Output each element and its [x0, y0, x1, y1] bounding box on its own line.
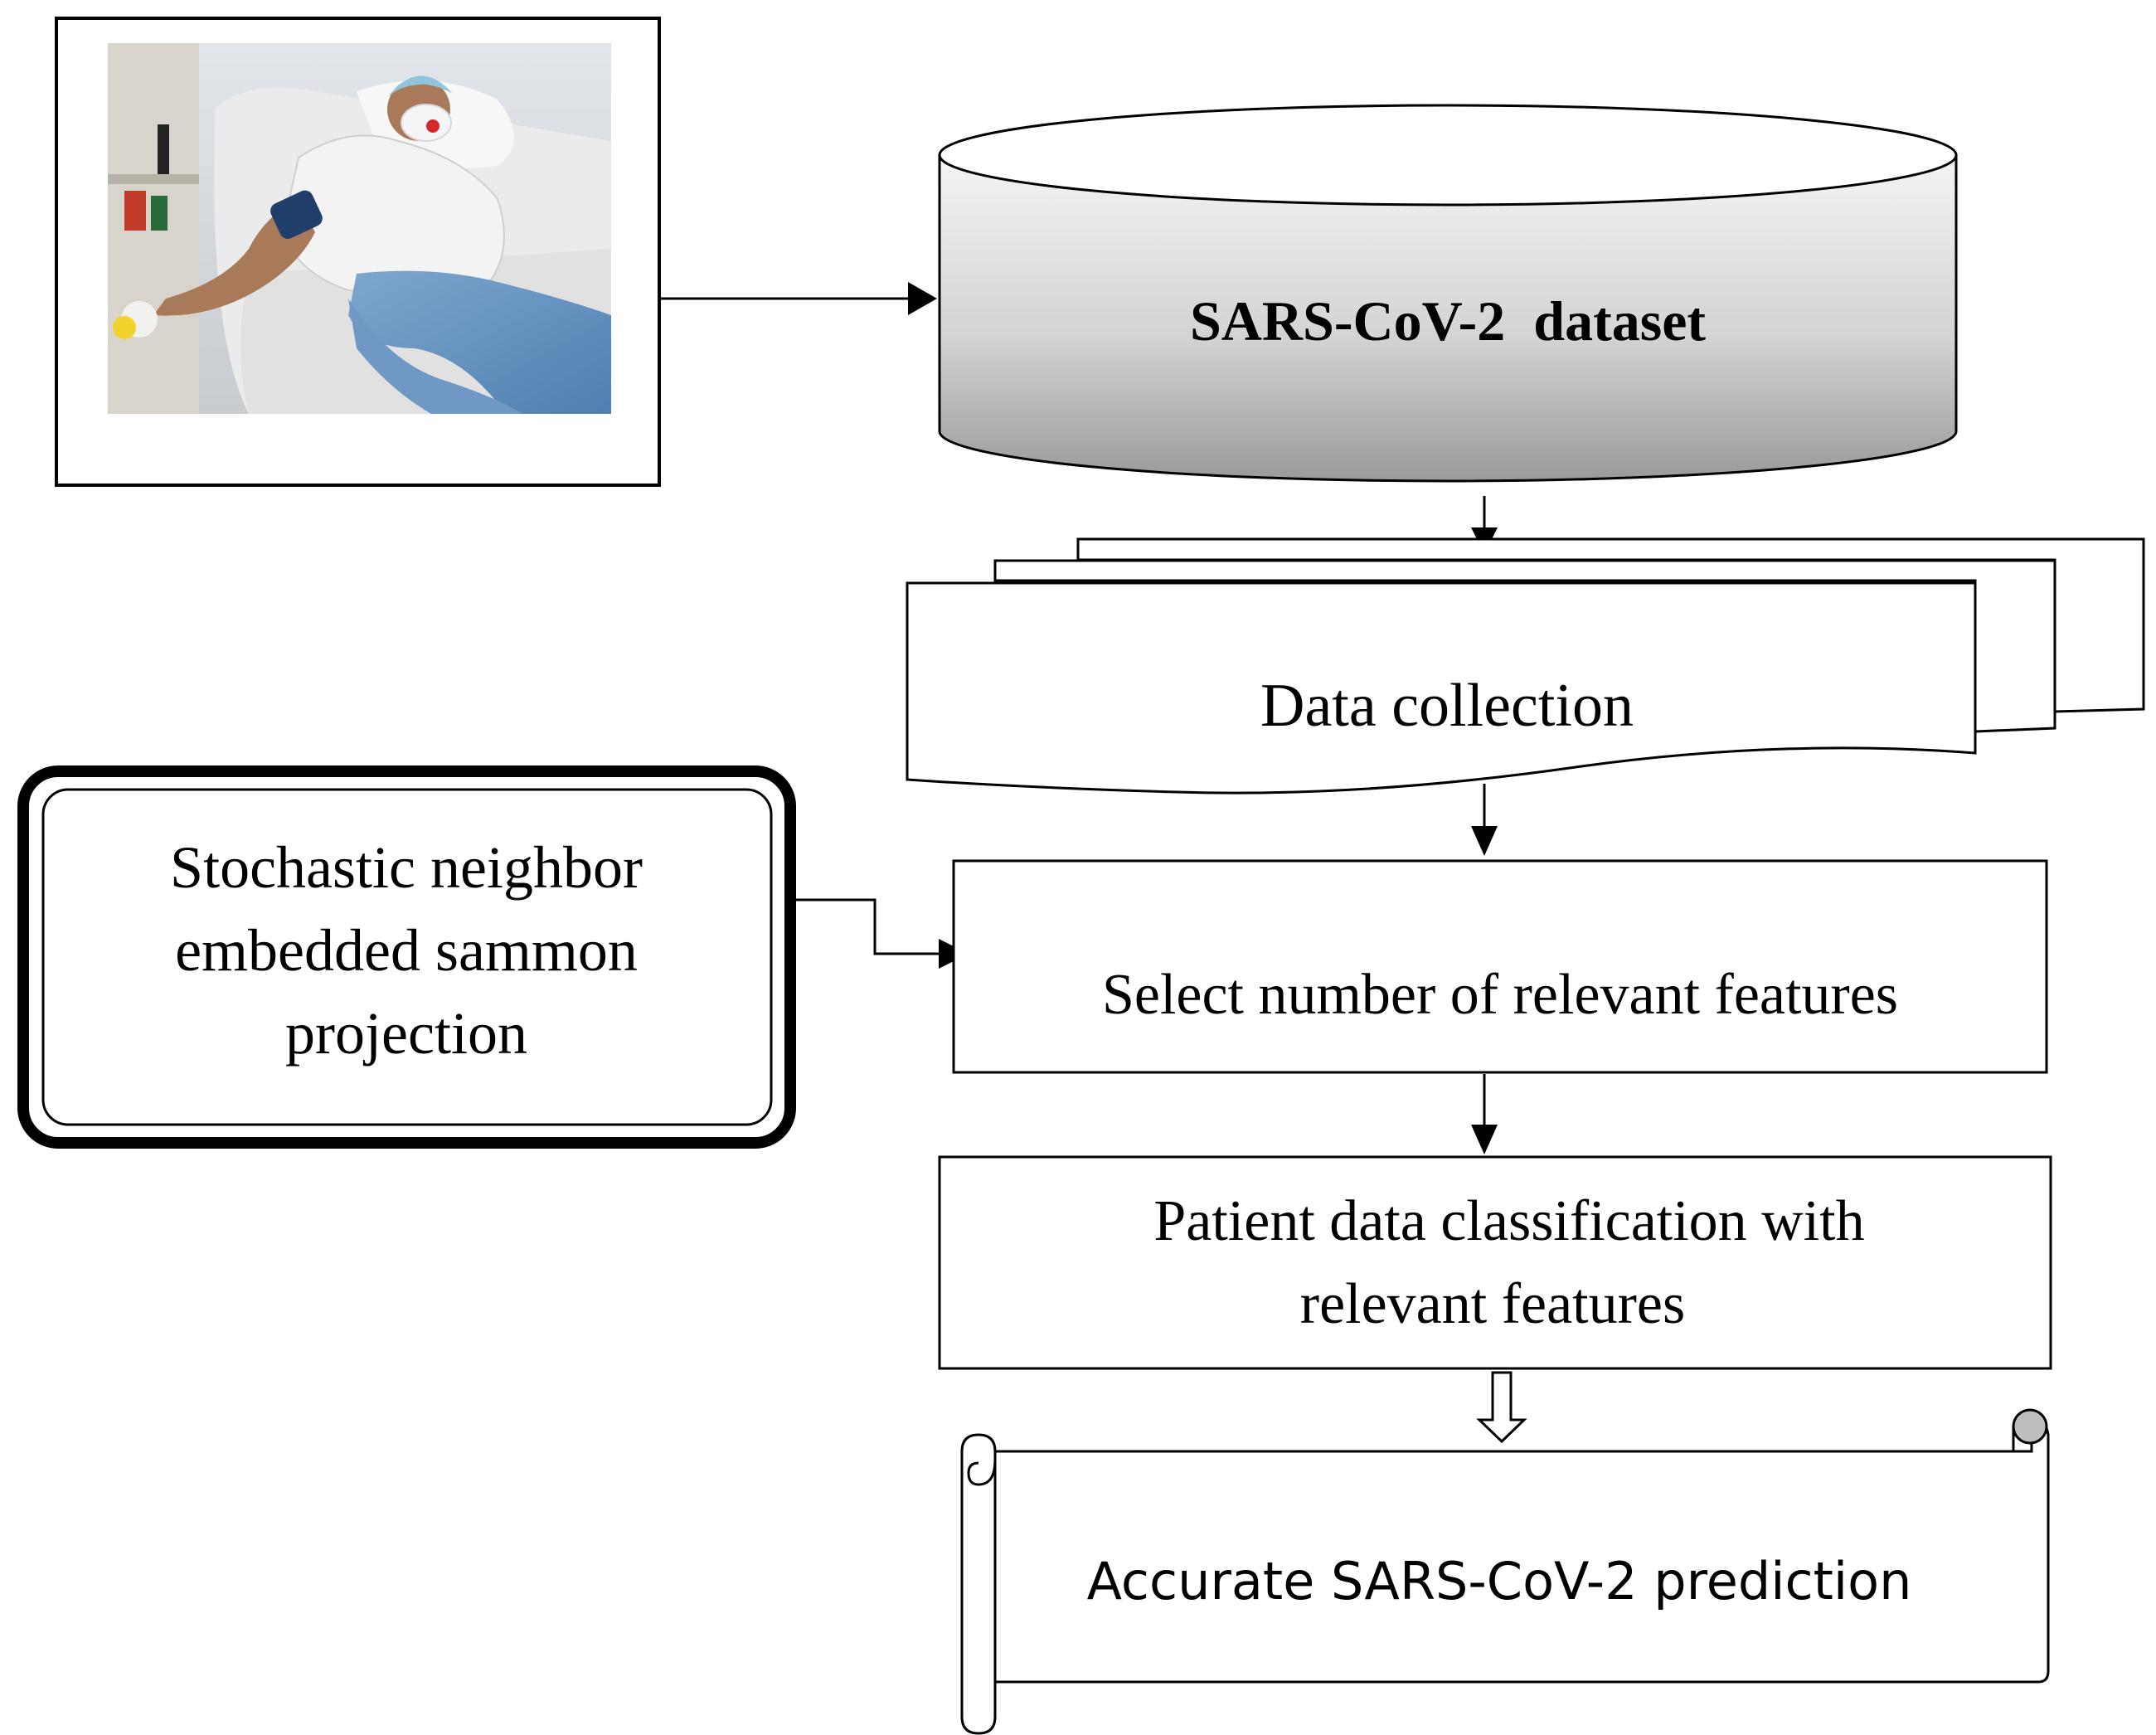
arrow-collection-to-select [1471, 784, 1498, 856]
data-collection-multidoc: Data collection [906, 537, 2145, 795]
method-label-line1: Stochastic neighbor [170, 834, 643, 901]
method-label-line2: embedded sammon [175, 917, 638, 984]
dataset-label: SARS-CoV-2 dataset [1190, 289, 1706, 352]
classification-label-line2: relevant features [1300, 1272, 1685, 1336]
classification-label-line1: Patient data classification with [1153, 1189, 1864, 1253]
arrow-photo-to-dataset [659, 282, 937, 315]
patient-photo [55, 17, 661, 487]
classification-box: Patient data classification with relevan… [938, 1155, 2052, 1370]
data-collection-label: Data collection [1260, 672, 1634, 740]
prediction-label: Accurate SARS-CoV-2 prediction [1087, 1551, 1912, 1611]
arrow-method-to-select [796, 898, 969, 969]
prediction-scroll: Accurate SARS-CoV-2 prediction [960, 1408, 2050, 1735]
method-box: Stochastic neighbor embedded sammon proj… [17, 765, 796, 1149]
arrow-select-to-classification [1471, 1074, 1498, 1154]
method-label-line3: projection [285, 1000, 527, 1067]
select-features-box: Select number of relevant features [952, 859, 2048, 1074]
dataset-cylinder: SARS-CoV-2 dataset [938, 104, 1958, 483]
patient-photo-image [108, 43, 611, 414]
hollow-arrow-classification-to-prediction [1476, 1371, 1527, 1444]
select-features-label: Select number of relevant features [1102, 963, 1898, 1027]
